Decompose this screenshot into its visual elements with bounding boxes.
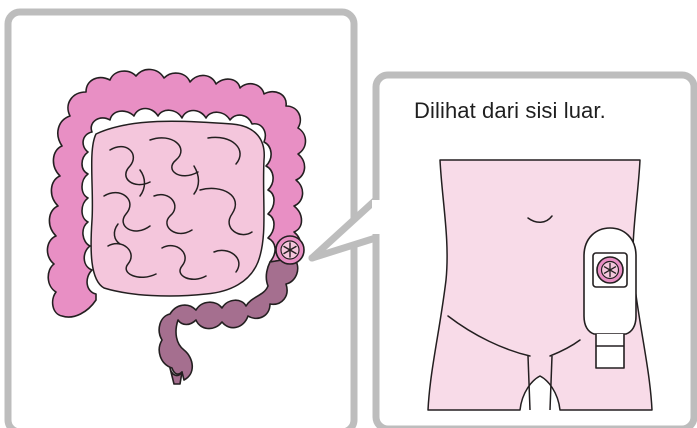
small-intestine <box>91 121 264 296</box>
caption-outside-view: Dilihat dari sisi luar. <box>414 98 606 124</box>
stoma-marker-internal <box>276 236 304 264</box>
